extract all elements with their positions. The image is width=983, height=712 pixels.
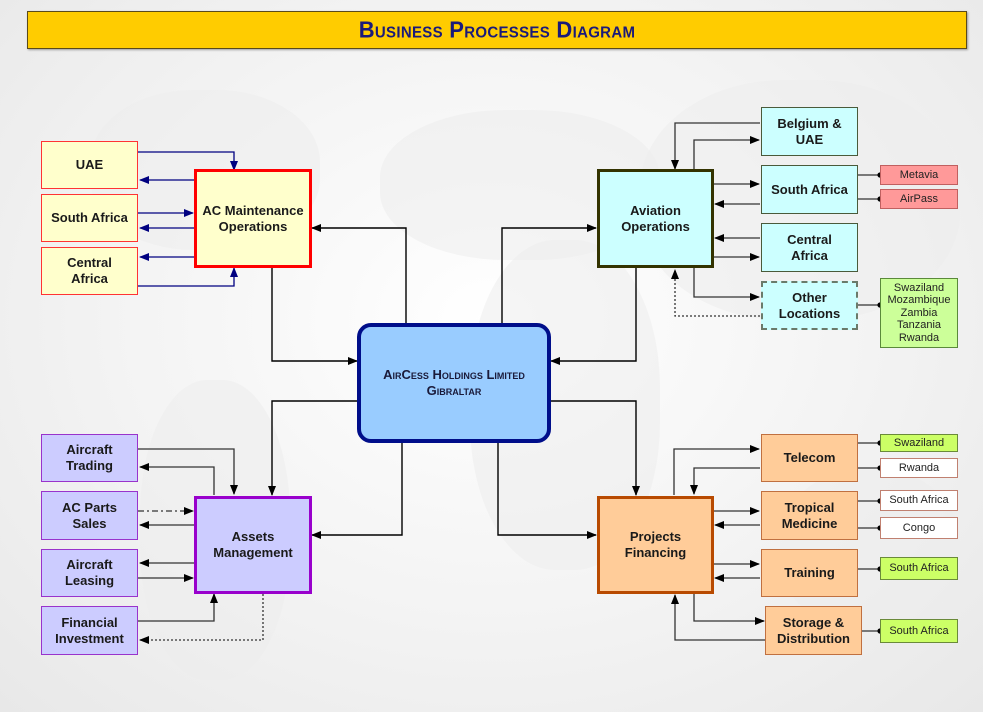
aviation-sub-other-locations[interactable]: Other Locations [761, 281, 858, 330]
diagram-title: Business Processes Diagram [358, 16, 636, 43]
node-assets-management[interactable]: Assets Management [194, 496, 312, 594]
projects-sub-storage-distribution[interactable]: Storage & Distribution [765, 606, 862, 655]
tag-metavia[interactable]: Metavia [880, 165, 958, 185]
connector-center-to-projects-top [551, 400, 640, 496]
tag-other-locations-countries[interactable]: Swaziland Mozambique Zambia Tanzania Rwa… [880, 278, 958, 348]
maintenance-sub-south-africa[interactable]: South Africa [41, 194, 138, 242]
connector-center-to-maintenance [311, 224, 407, 324]
connector-aviation-to-center [550, 268, 637, 365]
tag-medicine-south-africa[interactable]: South Africa [880, 490, 958, 511]
connector-maintenance-to-center [271, 268, 358, 365]
node-projects-financing[interactable]: Projects Financing [597, 496, 714, 594]
connector-center-to-aviation [501, 224, 597, 324]
connector-center-to-projects-side [497, 443, 597, 539]
node-ac-maintenance-operations[interactable]: AC Maintenance Operations [194, 169, 312, 268]
title-banner: Business Processes Diagram [27, 11, 967, 49]
node-aviation-operations[interactable]: Aviation Operations [597, 169, 714, 268]
tag-medicine-congo[interactable]: Congo [880, 517, 958, 539]
projects-sub-tropical-medicine[interactable]: Tropical Medicine [761, 491, 858, 540]
tag-training-south-africa[interactable]: South Africa [880, 557, 958, 580]
connector-center-to-assets-top [268, 400, 357, 496]
center-node-line2: Gibraltar [426, 383, 482, 398]
center-node-line1: AirCess Holdings Limited [383, 367, 525, 382]
maintenance-sub-central-africa[interactable]: Central Africa [41, 247, 138, 295]
projects-sub-telecom[interactable]: Telecom [761, 434, 858, 482]
aviation-sub-central-africa[interactable]: Central Africa [761, 223, 858, 272]
assets-sub-aircraft-leasing[interactable]: Aircraft Leasing [41, 549, 138, 597]
aviation-sub-south-africa[interactable]: South Africa [761, 165, 858, 214]
center-node-aircess-holdings[interactable]: AirCess Holdings Limited Gibraltar [357, 323, 551, 443]
assets-sub-financial-investment[interactable]: Financial Investment [41, 606, 138, 655]
tag-telecom-swaziland[interactable]: Swaziland [880, 434, 958, 452]
tag-storage-south-africa[interactable]: South Africa [880, 619, 958, 643]
projects-sub-training[interactable]: Training [761, 549, 858, 597]
maintenance-sub-uae[interactable]: UAE [41, 141, 138, 189]
tag-telecom-rwanda[interactable]: Rwanda [880, 458, 958, 478]
aviation-sub-belgium-uae[interactable]: Belgium & UAE [761, 107, 858, 156]
connector-center-to-assets-side [311, 443, 403, 539]
assets-sub-ac-parts-sales[interactable]: AC Parts Sales [41, 491, 138, 540]
assets-sub-aircraft-trading[interactable]: Aircraft Trading [41, 434, 138, 482]
tag-airpass[interactable]: AirPass [880, 189, 958, 209]
